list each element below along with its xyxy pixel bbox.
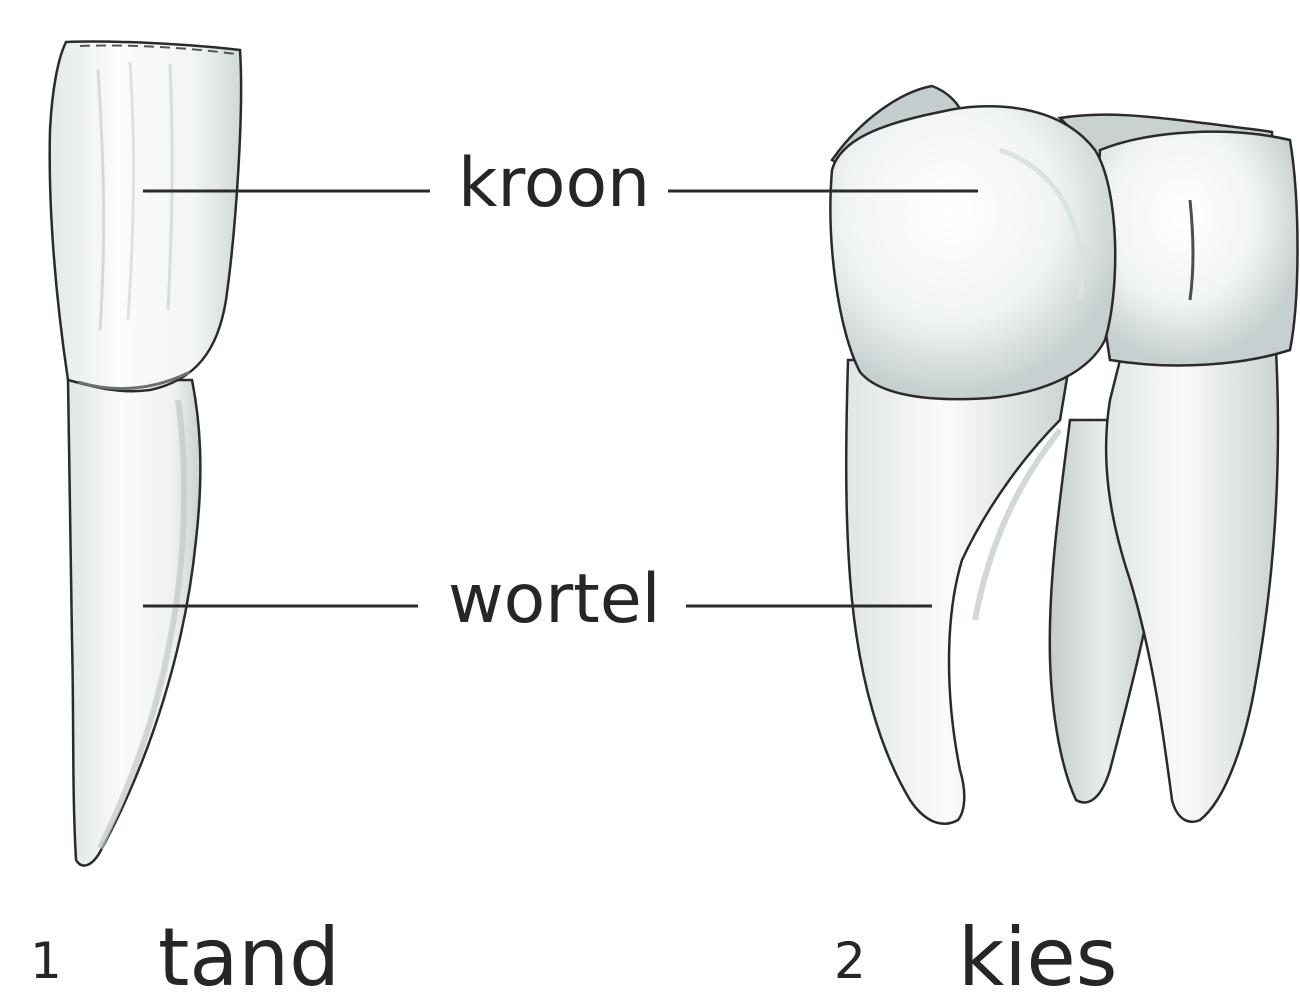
incisor-caption-name: tand [158,918,340,998]
root-label: wortel [448,566,661,634]
molar-right-root [1106,350,1278,822]
incisor-illustration [50,41,241,865]
molar-left-root [846,360,1070,824]
incisor-crown [50,41,241,391]
molar-illustration [830,86,1297,824]
molar-caption-number: 2 [834,936,866,986]
crown-label: kroon [458,150,650,218]
molar-crown-right-lobe [1098,132,1297,366]
molar-caption-name: kies [958,918,1117,998]
molar-crown-main-cusp [830,106,1115,399]
incisor-caption-number: 1 [30,936,62,986]
